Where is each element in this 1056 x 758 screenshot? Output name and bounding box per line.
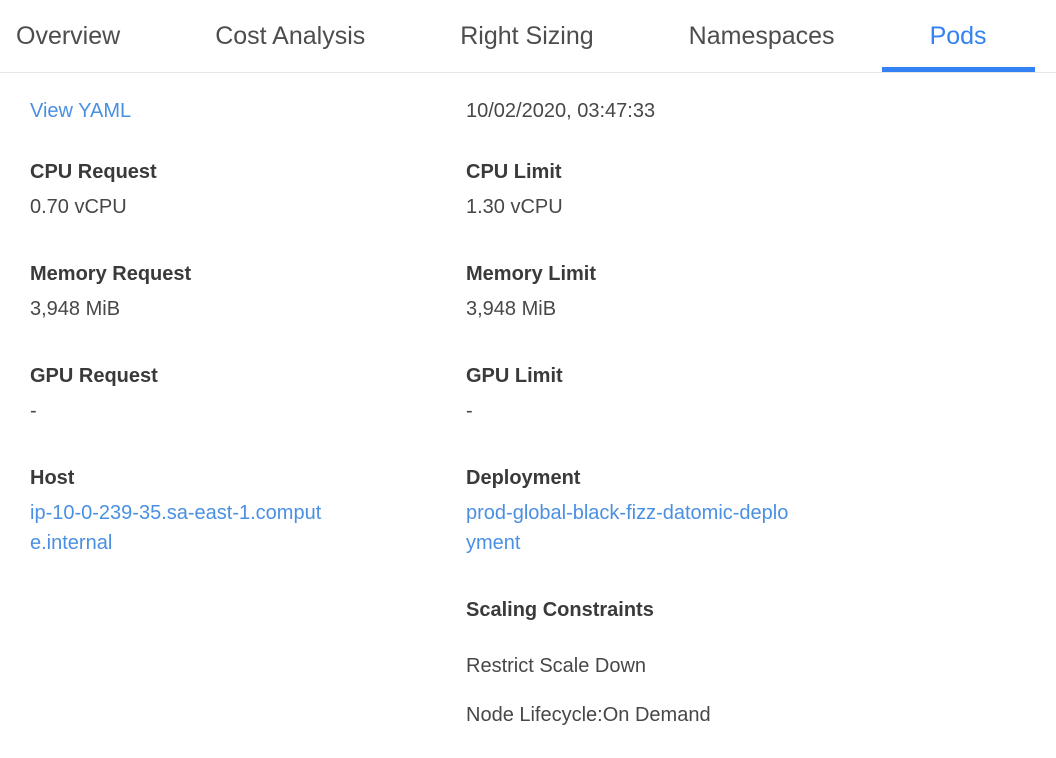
field-deployment: Deployment prod-global-black-fizz-datomi…	[466, 463, 1026, 558]
details-column-left: View YAML CPU Request 0.70 vCPU Memory R…	[30, 96, 466, 595]
pod-start-time: 10/02/2020, 03:47:33	[466, 100, 656, 122]
tab-pods[interactable]: Pods	[881, 0, 1035, 72]
memory-limit-label: Memory Limit	[466, 263, 597, 285]
scaling-constraints-label: Scaling Constraints	[466, 599, 654, 621]
tab-right-sizing[interactable]: Right Sizing	[460, 21, 594, 50]
host-link[interactable]: ip-10-0-239-35.sa-east-1.compute.interna…	[30, 502, 322, 554]
field-host: Host ip-10-0-239-35.sa-east-1.compute.in…	[30, 463, 466, 558]
field-scaling-constraints: Scaling Constraints Restrict Scale Down …	[466, 595, 1026, 730]
details-column-right: 10/02/2020, 03:47:33 CPU Limit 1.30 vCPU…	[466, 96, 1026, 758]
tab-namespaces[interactable]: Namespaces	[688, 21, 835, 50]
start-time-row: 10/02/2020, 03:47:33	[466, 96, 1026, 126]
field-gpu-limit: GPU Limit -	[466, 361, 1026, 426]
scaling-constraint-item: Restrict Scale Down	[466, 655, 647, 677]
gpu-limit-value: -	[466, 400, 473, 422]
field-memory-request: Memory Request 3,948 MiB	[30, 259, 466, 324]
cpu-limit-label: CPU Limit	[466, 161, 562, 183]
tab-cost-analysis[interactable]: Cost Analysis	[215, 21, 366, 50]
pod-details-panel: View YAML CPU Request 0.70 vCPU Memory R…	[0, 73, 1056, 758]
field-gpu-request: GPU Request -	[30, 361, 466, 426]
deployment-link[interactable]: prod-global-black-fizz-datomic-deploymen…	[466, 502, 789, 554]
cpu-request-label: CPU Request	[30, 161, 157, 183]
gpu-limit-label: GPU Limit	[466, 365, 563, 387]
scaling-constraint-item: Node Lifecycle:On Demand	[466, 704, 711, 726]
field-memory-limit: Memory Limit 3,948 MiB	[466, 259, 1026, 324]
gpu-request-value: -	[30, 400, 37, 422]
view-yaml-link[interactable]: View YAML	[30, 100, 132, 122]
cpu-request-value: 0.70 vCPU	[30, 196, 127, 218]
gpu-request-label: GPU Request	[30, 365, 158, 387]
field-cpu-request: CPU Request 0.70 vCPU	[30, 157, 466, 222]
field-cpu-limit: CPU Limit 1.30 vCPU	[466, 157, 1026, 222]
deployment-label: Deployment	[466, 467, 581, 489]
tab-overview[interactable]: Overview	[16, 21, 121, 50]
memory-request-label: Memory Request	[30, 263, 192, 285]
tab-bar: Overview Cost Analysis Right Sizing Name…	[0, 0, 1056, 73]
host-label: Host	[30, 467, 75, 489]
memory-limit-value: 3,948 MiB	[466, 298, 557, 320]
view-yaml-row: View YAML	[30, 96, 466, 126]
memory-request-value: 3,948 MiB	[30, 298, 121, 320]
cpu-limit-value: 1.30 vCPU	[466, 196, 563, 218]
